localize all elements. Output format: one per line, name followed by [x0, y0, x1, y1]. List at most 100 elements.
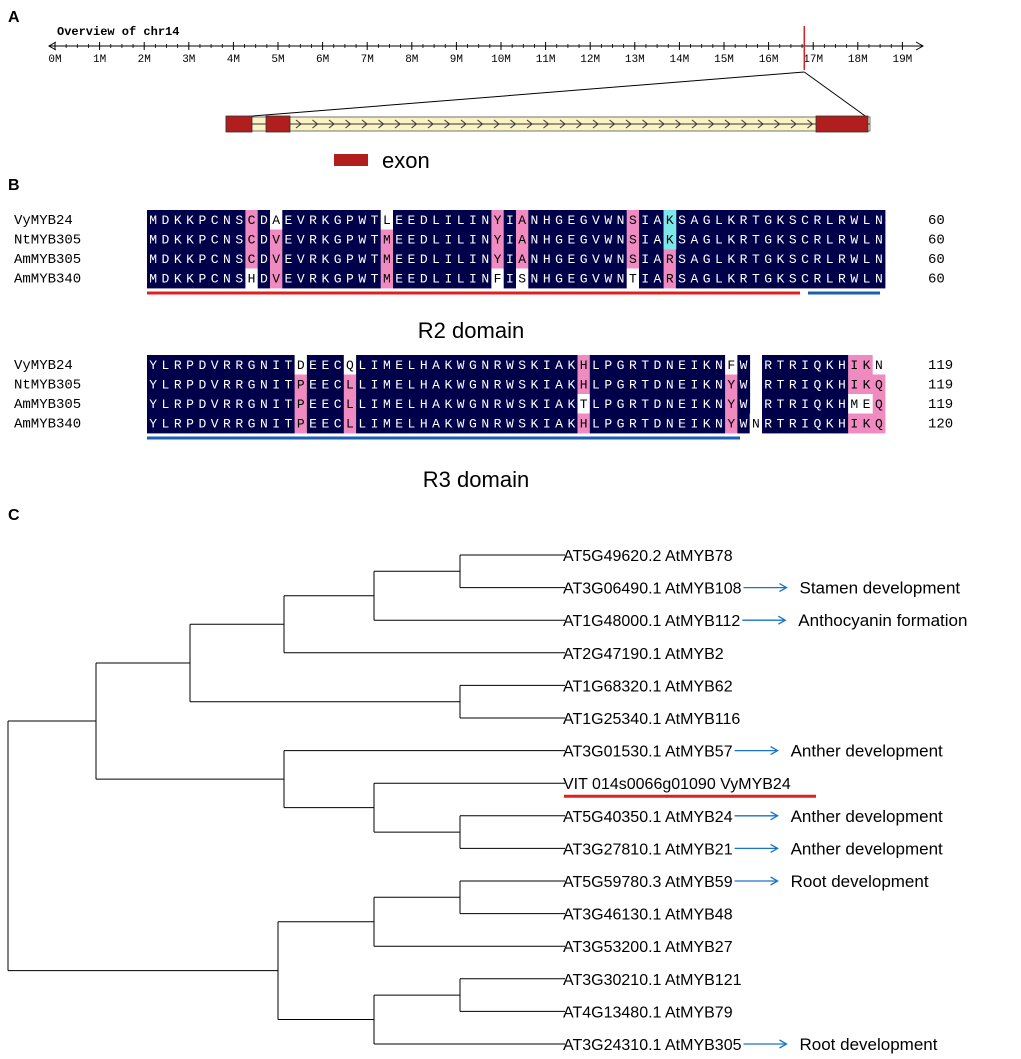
residue: L: [715, 213, 723, 228]
residue-cell: [159, 413, 172, 434]
residue-cell: [196, 268, 209, 289]
residue: M: [850, 397, 858, 412]
residue: R: [813, 252, 821, 267]
residue-cell: [245, 413, 259, 434]
residue-cell: [639, 249, 652, 269]
residue: G: [764, 233, 772, 248]
residue: S: [629, 213, 637, 228]
residue: T: [752, 233, 760, 248]
residue: C: [801, 233, 809, 248]
residue: W: [358, 213, 366, 228]
residue-cell: [577, 394, 591, 414]
residue-cell: [675, 374, 689, 395]
residue-cell: [417, 249, 431, 269]
residue: I: [641, 233, 649, 248]
residue: H: [580, 417, 588, 432]
residue-cell: [811, 355, 824, 375]
residue: K: [321, 252, 329, 267]
residue: S: [629, 252, 637, 267]
residue-cell: [257, 374, 271, 395]
residue: T: [285, 397, 293, 412]
residue-cell: [491, 268, 505, 289]
residue-cell: [663, 355, 677, 375]
residue-cell: [552, 229, 566, 250]
residue: I: [444, 233, 452, 248]
residue: W: [850, 213, 858, 228]
arrow-head-icon: [779, 583, 788, 593]
residue-cell: [762, 249, 775, 269]
axis-tick-label: 10M: [491, 54, 511, 66]
residue: R: [789, 417, 797, 432]
residue: W: [358, 272, 366, 287]
residue-cell: [737, 229, 751, 250]
residue-cell: [380, 374, 394, 395]
residue-cell: [306, 355, 320, 375]
residue-cell: [737, 355, 751, 375]
tree-leaf-label: AT1G25340.1 AtMYB116: [563, 711, 740, 728]
axis-tick-label: 8M: [405, 54, 418, 66]
residue-cell: [343, 374, 357, 395]
residue-cell: [589, 394, 603, 414]
residue-cell: [159, 249, 172, 269]
residue-cell: [417, 210, 431, 230]
residue-cell: [405, 229, 418, 250]
residue: D: [260, 213, 268, 228]
residue: S: [678, 272, 686, 287]
residue-cell: [405, 374, 418, 395]
residue: Y: [149, 358, 157, 373]
residue: D: [654, 358, 662, 373]
residue: S: [235, 213, 243, 228]
residue-cell: [602, 210, 615, 230]
residue: R: [235, 378, 243, 393]
residue-cell: [848, 268, 861, 289]
residue-cell: [393, 268, 406, 289]
residue: V: [272, 233, 280, 248]
exon-2: [265, 115, 291, 133]
residue: A: [555, 417, 563, 432]
residue: D: [654, 378, 662, 393]
residue: C: [211, 213, 219, 228]
residue-cell: [220, 268, 234, 289]
residue: I: [506, 272, 514, 287]
residue-cell: [380, 355, 394, 375]
residue: W: [850, 233, 858, 248]
residue: M: [149, 233, 157, 248]
residue: K: [444, 397, 452, 412]
axis-tick-label: 11M: [536, 54, 556, 66]
residue: R: [223, 378, 231, 393]
residue: I: [469, 252, 477, 267]
residue-cell: [233, 394, 246, 414]
residue-cell: [294, 355, 308, 375]
residue: P: [346, 272, 354, 287]
residue-cell: [651, 210, 664, 230]
residue: N: [260, 417, 268, 432]
residue-cell: [368, 413, 382, 434]
residue: P: [604, 417, 612, 432]
residue: H: [420, 397, 428, 412]
residue: T: [371, 213, 379, 228]
residue: K: [826, 417, 834, 432]
residue: P: [198, 272, 206, 287]
residue-cell: [442, 210, 455, 230]
residue-cell: [454, 413, 468, 434]
residue: W: [358, 252, 366, 267]
axis-tick-label: 9M: [450, 54, 463, 66]
residue: P: [604, 378, 612, 393]
axis-tick-label: 15M: [714, 54, 734, 66]
chevron-right-icon: [807, 119, 814, 129]
residue: W: [604, 272, 612, 287]
leaf-annotation: Root development: [791, 872, 929, 891]
residue: I: [469, 272, 477, 287]
residue-cell: [614, 413, 628, 434]
residue: R: [629, 378, 637, 393]
residue-cell: [442, 268, 455, 289]
residue-cell: [848, 413, 861, 434]
residue-cell: [147, 249, 160, 269]
residue-cell: [429, 374, 443, 395]
residue: R: [235, 358, 243, 373]
tree-leaf-label: AT5G59780.3 AtMYB59: [563, 874, 733, 891]
residue-cell: [466, 394, 480, 414]
residue-cell: [319, 394, 332, 414]
residue-cell: [294, 268, 308, 289]
residue-cell: [516, 210, 529, 230]
